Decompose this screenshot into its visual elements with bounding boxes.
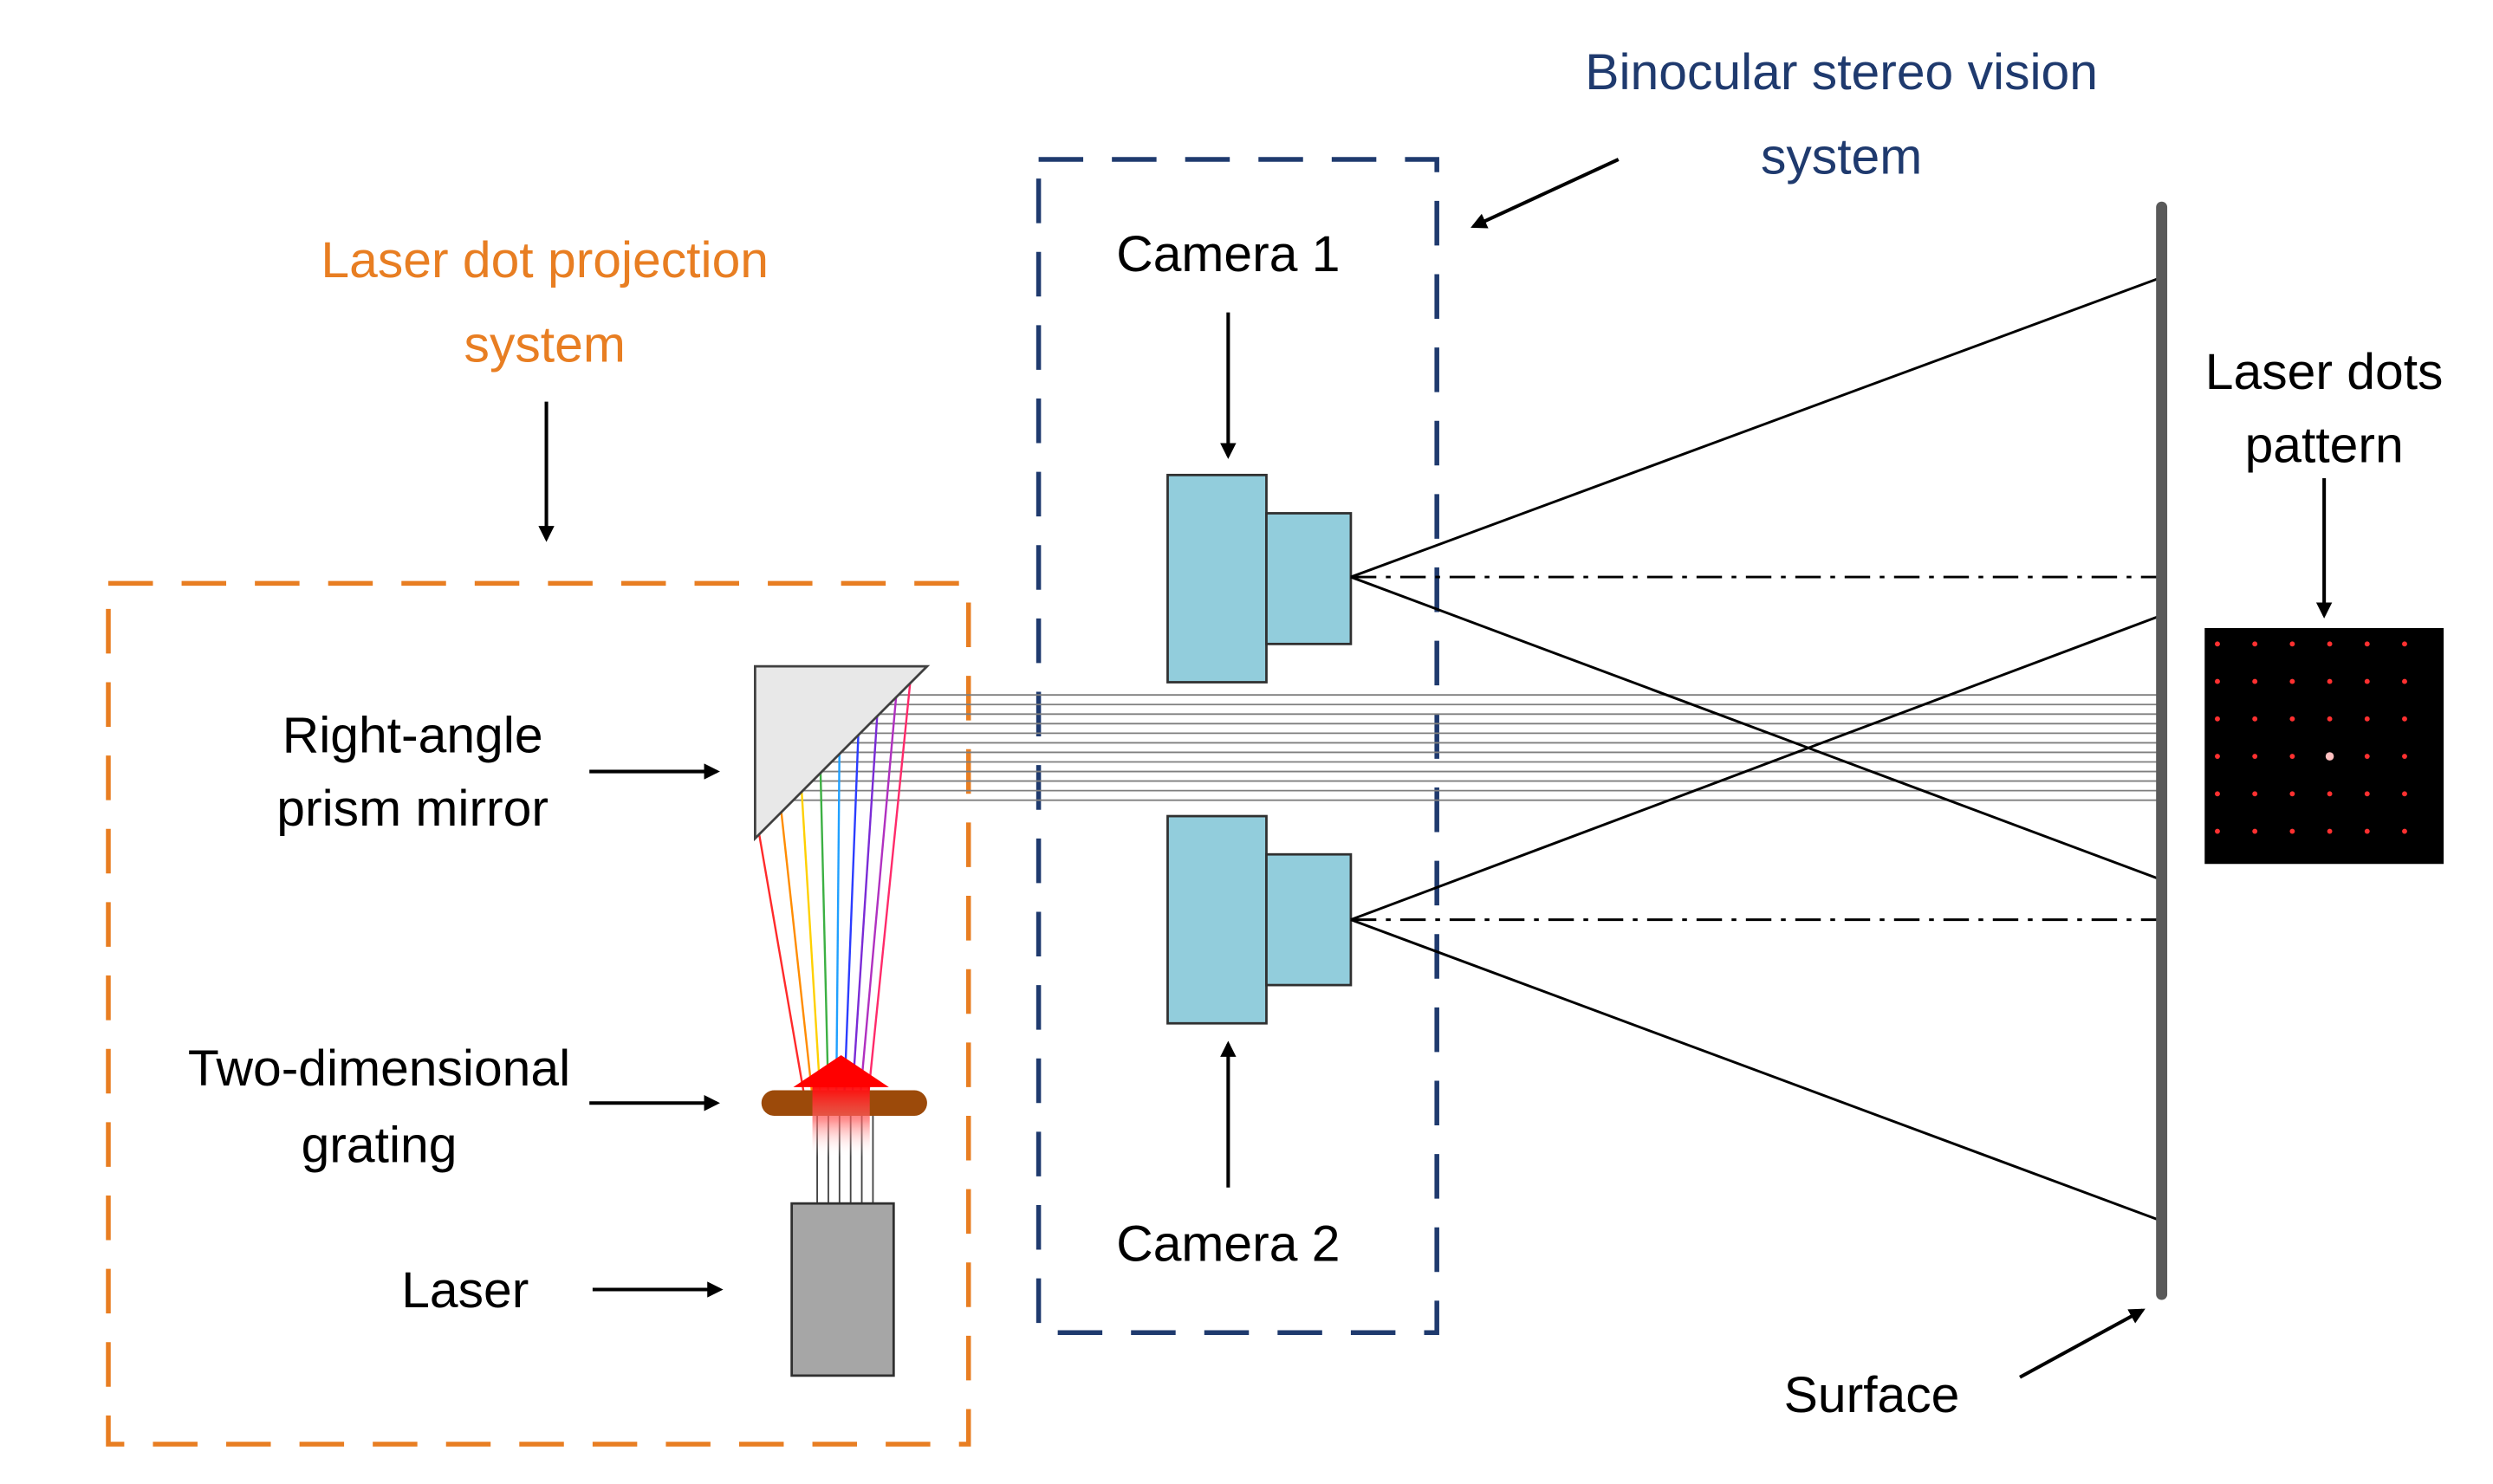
dots-pattern-label-line2: pattern bbox=[2245, 418, 2404, 474]
laser-icon bbox=[790, 1202, 895, 1377]
laser-dot bbox=[2327, 641, 2333, 647]
laser-dot bbox=[2364, 641, 2370, 647]
laser-dot bbox=[2402, 678, 2407, 684]
laser-dot bbox=[2327, 791, 2333, 797]
laser-dot bbox=[2289, 716, 2295, 722]
laser-dot bbox=[2402, 716, 2407, 722]
laser-dot bbox=[2289, 754, 2295, 760]
grating-icon bbox=[761, 1055, 927, 1157]
laser-dot bbox=[2289, 828, 2295, 834]
laser-dot bbox=[2364, 828, 2370, 834]
stereo-system-label-line1: Binocular stereo vision bbox=[1585, 44, 2098, 100]
diffracted-beams bbox=[756, 672, 912, 1098]
dots-pattern-label-line1: Laser dots bbox=[2205, 344, 2444, 400]
camera-1-field-of-view bbox=[1350, 275, 2163, 882]
laser-dot bbox=[2364, 678, 2370, 684]
laser-dot bbox=[2289, 791, 2295, 797]
laser-dot bbox=[2327, 678, 2333, 684]
laser-dot bbox=[2289, 641, 2295, 647]
laser-dot bbox=[2215, 716, 2220, 722]
laser-dot bbox=[2252, 641, 2258, 647]
camera-1-label: Camera 1 bbox=[1116, 226, 1340, 282]
projection-system-label-line1: Laser dot projection bbox=[321, 232, 769, 288]
arrow-to-stereo-box bbox=[1470, 158, 1620, 229]
camera-1-icon bbox=[1166, 473, 1353, 684]
laser-dot bbox=[2402, 641, 2407, 647]
laser-dot bbox=[2252, 754, 2258, 760]
prism-label-line1: Right-angle bbox=[282, 707, 543, 763]
laser-dot bbox=[2215, 641, 2220, 647]
camera-2-icon bbox=[1166, 814, 1353, 1025]
laser-dot bbox=[2252, 791, 2258, 797]
laser-dot-pattern-icon bbox=[2204, 627, 2444, 865]
projection-system-box bbox=[106, 580, 971, 1447]
laser-dot bbox=[2364, 716, 2370, 722]
laser-dot bbox=[2327, 716, 2333, 722]
pointer-arrows bbox=[538, 158, 2333, 1379]
right-angle-prism-icon bbox=[753, 664, 931, 842]
camera-2-label: Camera 2 bbox=[1116, 1215, 1340, 1272]
laser-dot bbox=[2215, 828, 2220, 834]
horizontal-beam-bundle bbox=[758, 694, 2159, 801]
surface-label: Surface bbox=[1784, 1367, 1960, 1423]
laser-dot bbox=[2402, 754, 2407, 760]
arrow-to-surface bbox=[2019, 1308, 2146, 1379]
laser-label: Laser bbox=[401, 1262, 529, 1319]
grating-label-line2: grating bbox=[302, 1117, 458, 1173]
projection-system-label-line2: system bbox=[464, 317, 626, 373]
stereo-vision-box bbox=[1036, 157, 1439, 1335]
laser-dot bbox=[2215, 791, 2220, 797]
laser-dot bbox=[2325, 752, 2334, 761]
camera-2-field-of-view bbox=[1350, 613, 2163, 1222]
laser-dot bbox=[2252, 678, 2258, 684]
laser-dot bbox=[2252, 716, 2258, 722]
laser-dot bbox=[2215, 678, 2220, 684]
laser-dot bbox=[2252, 828, 2258, 834]
laser-dot bbox=[2327, 828, 2333, 834]
laser-dot bbox=[2364, 791, 2370, 797]
laser-dot bbox=[2215, 754, 2220, 760]
laser-dot bbox=[2364, 754, 2370, 760]
grating-label-line1: Two-dimensional bbox=[188, 1040, 570, 1097]
laser-dot bbox=[2402, 791, 2407, 797]
prism-label-line2: prism mirror bbox=[276, 781, 549, 837]
stereo-system-label-line2: system bbox=[1761, 129, 1922, 185]
laser-dot bbox=[2402, 828, 2407, 834]
laser-dot bbox=[2289, 678, 2295, 684]
